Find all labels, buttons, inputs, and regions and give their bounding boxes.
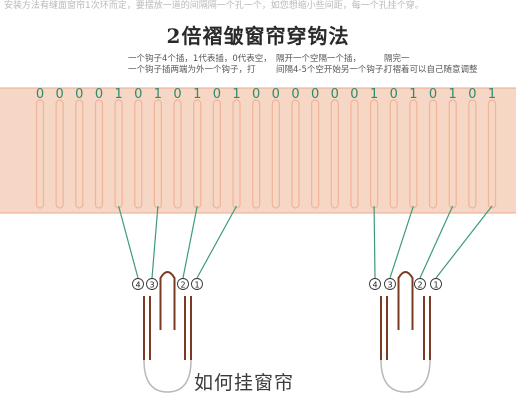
- tape-label: 0: [291, 87, 299, 102]
- hook-number-circle: [177, 278, 189, 290]
- curtain-tape: [0, 88, 516, 213]
- tape-pocket: [252, 99, 261, 209]
- hook-number-circle: [146, 278, 158, 290]
- tape-pocket: [173, 99, 182, 209]
- tape-label: 0: [173, 87, 181, 102]
- hook-number-label: 3: [149, 281, 154, 290]
- tape-label: 0: [311, 87, 319, 102]
- caption: 如何挂窗帘: [194, 372, 295, 394]
- note-left: 一个钩子4个插，1代表插，0代表空， 一个钩子插两端为外一个钩子，打: [128, 54, 272, 76]
- tape-pocket: [487, 99, 497, 209]
- tape-pocket: [55, 99, 64, 209]
- hook-loop: [159, 271, 176, 330]
- tape-label: 0: [252, 87, 260, 102]
- tape-label: 0: [350, 87, 358, 102]
- tape-label: 0: [429, 87, 437, 102]
- hook-number-circle: [191, 278, 203, 290]
- note-middle-line-2: 间隔4-5个空开始另一个钩子。: [276, 65, 392, 75]
- tape-label: 1: [449, 87, 457, 102]
- tape-pocket: [448, 99, 457, 209]
- tape-label: 0: [468, 87, 476, 102]
- note-left-line-2: 一个钩子插两端为外一个钩子，打: [128, 65, 256, 75]
- hook-leader-line: [118, 205, 139, 279]
- hook-number-label: 4: [372, 281, 377, 290]
- diagram-title: 2倍褶皱窗帘穿钩法: [166, 24, 350, 48]
- tape-label: 0: [56, 87, 64, 102]
- hook-number-circle: [384, 278, 396, 290]
- note-right-line-1: 隔完一: [384, 54, 410, 64]
- note-middle: 隔开一个空隔一个插， 间隔4-5个空开始另一个钩子。: [276, 54, 392, 76]
- tape-label: 1: [154, 87, 162, 102]
- tape-pocket: [389, 99, 398, 209]
- hook-number-circle: [132, 278, 144, 290]
- tape-pocket: [409, 99, 418, 209]
- note-right-line-2: 打褶着可以自己随意调整: [384, 65, 478, 75]
- tape-label: 0: [75, 87, 83, 102]
- hook-leader-line: [196, 205, 238, 279]
- tape-pocket: [330, 99, 339, 209]
- header-strip: 安装方法有缝面窗帘1次环而定，要摆放一道的间隔隔一个孔一个，如您想缩小些间距，每…: [4, 1, 424, 11]
- tape-label: 1: [409, 87, 417, 102]
- hook-leader-line: [435, 205, 493, 279]
- hook-leader-line: [419, 205, 454, 279]
- tape-label: 0: [36, 87, 44, 102]
- tape-label: 0: [272, 87, 280, 102]
- note-right: 隔完一 打褶着可以自己随意调整: [384, 54, 478, 76]
- tape-pocket: [428, 99, 438, 209]
- hook-number-label: 4: [135, 281, 140, 290]
- tape-pocket: [271, 99, 280, 209]
- hook-base: [380, 359, 431, 393]
- hook-number-label: 1: [433, 281, 438, 290]
- hook-number-circle: [414, 278, 426, 290]
- tape-pocket: [35, 99, 45, 209]
- hook-leader-line: [389, 205, 414, 279]
- hook-number-circle: [369, 278, 381, 290]
- note-middle-line-1: 隔开一个空隔一个插，: [276, 54, 362, 64]
- tape-label: 0: [331, 87, 339, 102]
- tape-label: 0: [213, 87, 221, 102]
- note-left-line-1: 一个钩子4个插，1代表插，0代表空，: [128, 54, 272, 64]
- tape-pocket: [350, 99, 359, 209]
- tape-pocket: [291, 99, 300, 209]
- tape-pocket: [468, 99, 477, 209]
- hook-number-label: 3: [387, 281, 392, 290]
- hook-loop: [397, 271, 414, 330]
- tape-label: 0: [134, 87, 142, 102]
- hook-leader-line: [373, 205, 376, 279]
- tape-label: 0: [390, 87, 398, 102]
- hook-number-label: 2: [180, 281, 185, 290]
- tape-label: 1: [488, 87, 496, 102]
- tape-pocket: [212, 99, 222, 209]
- tape-label: 0: [95, 87, 103, 102]
- tape-label: 1: [193, 87, 201, 102]
- hook-number-circle: [430, 278, 442, 290]
- tape-label: 1: [114, 87, 122, 102]
- tape-pocket: [94, 99, 104, 209]
- hook-leader-line: [151, 205, 159, 279]
- tape-pocket: [134, 99, 143, 209]
- tape-pocket: [232, 99, 241, 209]
- tape-pocket: [75, 99, 84, 209]
- hook-base: [143, 359, 192, 393]
- tape-pocket: [310, 99, 320, 209]
- hook-leader-line: [182, 205, 198, 279]
- hook-number-label: 1: [194, 281, 199, 290]
- hook-leader-lines: [118, 205, 493, 279]
- tape-label: 1: [232, 87, 240, 102]
- hook-number-label: 2: [417, 281, 422, 290]
- tape-label: 1: [370, 87, 378, 102]
